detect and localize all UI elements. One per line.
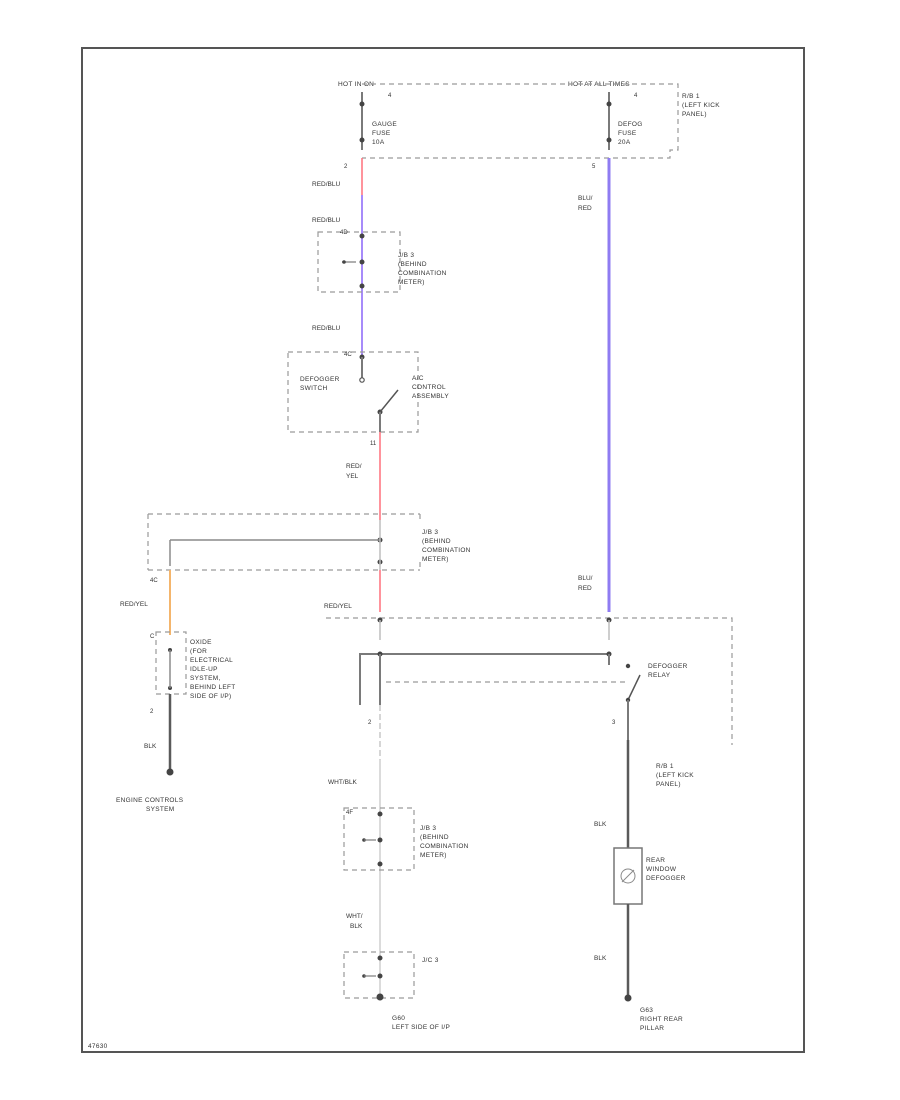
heater-symbol	[621, 869, 635, 883]
pin-label: 11	[370, 441, 377, 447]
wire-color-label: RED/YEL	[120, 601, 148, 608]
ecu-outline	[155, 631, 187, 695]
heater-symbol	[620, 868, 636, 884]
connector-terminal	[377, 837, 383, 843]
fuse-terminal	[359, 101, 365, 107]
gauge-fuse-label: GAUGE FUSE 10A	[372, 121, 399, 146]
hot-in-on-label: HOT IN ON	[338, 81, 374, 88]
defog-fuse-label: DEFOG FUSE 20A	[618, 121, 645, 146]
ac-control-label: A/C CONTROL ASSEMBLY	[412, 375, 449, 400]
fuse-terminal	[606, 137, 612, 143]
relay-coil-bus	[359, 653, 609, 705]
jb3-low-outline	[343, 807, 415, 871]
rear-defogger-label: REAR WINDOW DEFOGGER	[646, 857, 686, 882]
connector-terminal	[342, 260, 346, 264]
jb3-low-label: J/B 3 (BEHIND COMBINATION METER)	[420, 825, 471, 859]
ground-point	[624, 994, 632, 1002]
ground-g60-label: G60 LEFT SIDE OF I/P	[392, 1015, 450, 1031]
defogger-switch-contact	[379, 389, 399, 413]
ac-control-outline	[287, 351, 419, 433]
relay-contact	[627, 674, 641, 701]
pin-label: 2	[368, 720, 372, 726]
defogger-relay-label: DEFOGGER RELAY	[648, 663, 690, 679]
connector-terminal	[359, 283, 365, 289]
pin-label: 2	[150, 709, 154, 715]
wire-color-label: WHT/ BLK	[346, 913, 364, 930]
fuse-terminal	[359, 137, 365, 143]
jb3-top-outline	[317, 231, 401, 293]
connector-terminal	[359, 259, 365, 265]
ecu-label: OXIDE (FOR ELECTRICAL IDLE-UP SYSTEM, BE…	[190, 639, 238, 700]
pin-label: 3	[612, 720, 616, 726]
wire-color-label: RED/BLU	[312, 217, 340, 224]
rb1-lower-label: R/B 1 (LEFT KICK PANEL)	[656, 763, 696, 788]
wire-color-label: BLU/ RED	[578, 195, 594, 212]
relay-block-outline	[362, 83, 679, 159]
fuse-terminal	[606, 101, 612, 107]
ground-g63-label: G63 RIGHT REAR PILLAR	[640, 1007, 685, 1032]
connector-terminal	[377, 811, 383, 817]
defogger-switch-label: DEFOGGER SWITCH	[300, 376, 342, 392]
connector-terminal	[377, 861, 383, 867]
connector-terminal	[377, 955, 383, 961]
wire-color-label: RED/BLU	[312, 181, 340, 188]
pin-label: 4D	[340, 230, 348, 236]
pin-label: 4F	[346, 810, 353, 816]
wire-color-label: BLU/ RED	[578, 575, 594, 592]
jb3-mid-label: J/B 3 (BEHIND COMBINATION METER)	[422, 529, 473, 563]
wire-color-label: RED/YEL	[324, 603, 352, 610]
pin-label: 4	[634, 93, 638, 99]
wire-color-label: BLK	[144, 743, 157, 750]
connector-terminal	[377, 973, 383, 979]
wire-color-label: BLK	[594, 821, 607, 828]
wire-color-label: BLK	[594, 955, 607, 962]
pin-label: 2	[344, 164, 348, 170]
wire-color-label: WHT/BLK	[328, 779, 358, 786]
ground-point	[376, 993, 384, 1001]
pin-label: 4C	[344, 352, 352, 358]
pin-label: 5	[592, 164, 596, 170]
pin-label: 4C	[150, 578, 158, 584]
ground-point	[166, 768, 174, 776]
relay-outline	[326, 617, 733, 745]
diagram-frame	[81, 47, 805, 1053]
connector-terminal	[359, 233, 365, 239]
jc3-outline	[343, 951, 415, 999]
jc3-label: J/C 3	[422, 957, 439, 964]
wire-color-label: RED/ YEL	[346, 463, 363, 480]
rb1-top-label: R/B 1 (LEFT KICK PANEL)	[682, 93, 722, 118]
jb3-mid-outline	[147, 513, 421, 571]
relay-terminal	[625, 663, 631, 669]
diagram-code: 47630	[88, 1043, 108, 1050]
jb3-top-label: J/B 3 (BEHIND COMBINATION METER)	[398, 252, 449, 286]
switch-terminal	[359, 377, 365, 383]
engine-controls-label: ENGINE CONTROLS SYSTEM	[116, 797, 185, 813]
pin-label: 4	[388, 93, 392, 99]
wire-color-label: RED/BLU	[312, 325, 340, 332]
pin-label: C	[150, 634, 155, 640]
